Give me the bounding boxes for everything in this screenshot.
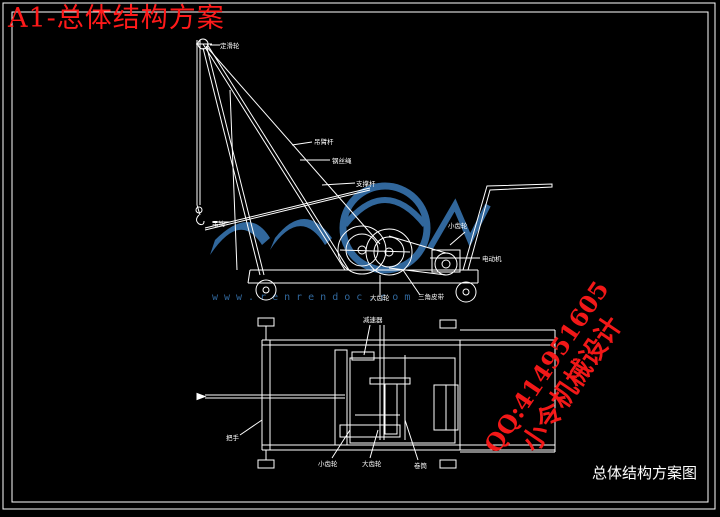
outer-frame (2, 2, 716, 510)
page-heading: A1-总体结构方案 (8, 3, 225, 34)
label-small-gear-side: 小齿轮 (448, 221, 468, 230)
label-large-gear-side: 大齿轮 (370, 293, 390, 302)
front-wheel (255, 279, 277, 301)
reducer-block (351, 351, 375, 361)
wheel-top-left-lower (257, 459, 275, 469)
label-large-gear-top: 大齿轮 (362, 459, 382, 468)
drum (369, 377, 411, 385)
drawing-title: 总体结构方案图 (592, 464, 698, 482)
hook (196, 214, 205, 226)
watermark-url: www.renrendoc.com (212, 292, 416, 303)
large-gear-side (337, 225, 387, 275)
side-view (195, 38, 553, 303)
rear-wheel (455, 281, 477, 303)
label-drum: 卷筒 (414, 461, 428, 470)
label-small-gear-top: 小齿轮 (318, 459, 338, 468)
watermark-logo: www.renrendoc.com (210, 182, 491, 303)
label-reducer: 减速器 (363, 315, 383, 324)
boom-rod (202, 43, 346, 271)
label-triangle-belt: 三角皮带 (418, 292, 445, 301)
label-motor: 电动机 (482, 254, 502, 263)
top-view (196, 317, 556, 469)
label-handle: 把手 (226, 433, 240, 442)
label-hook: 吊钩 (212, 219, 226, 228)
label-support-rod: 支撑杆 (356, 179, 376, 188)
label-pulley: 定滑轮 (220, 41, 240, 50)
label-boom: 吊臂杆 (314, 137, 334, 146)
inner-frame (11, 11, 709, 503)
wheel-top-left-upper (257, 317, 275, 327)
label-wire-rope: 钢丝绳 (332, 156, 352, 165)
cart-tub (462, 183, 553, 271)
support-rod (204, 187, 371, 229)
